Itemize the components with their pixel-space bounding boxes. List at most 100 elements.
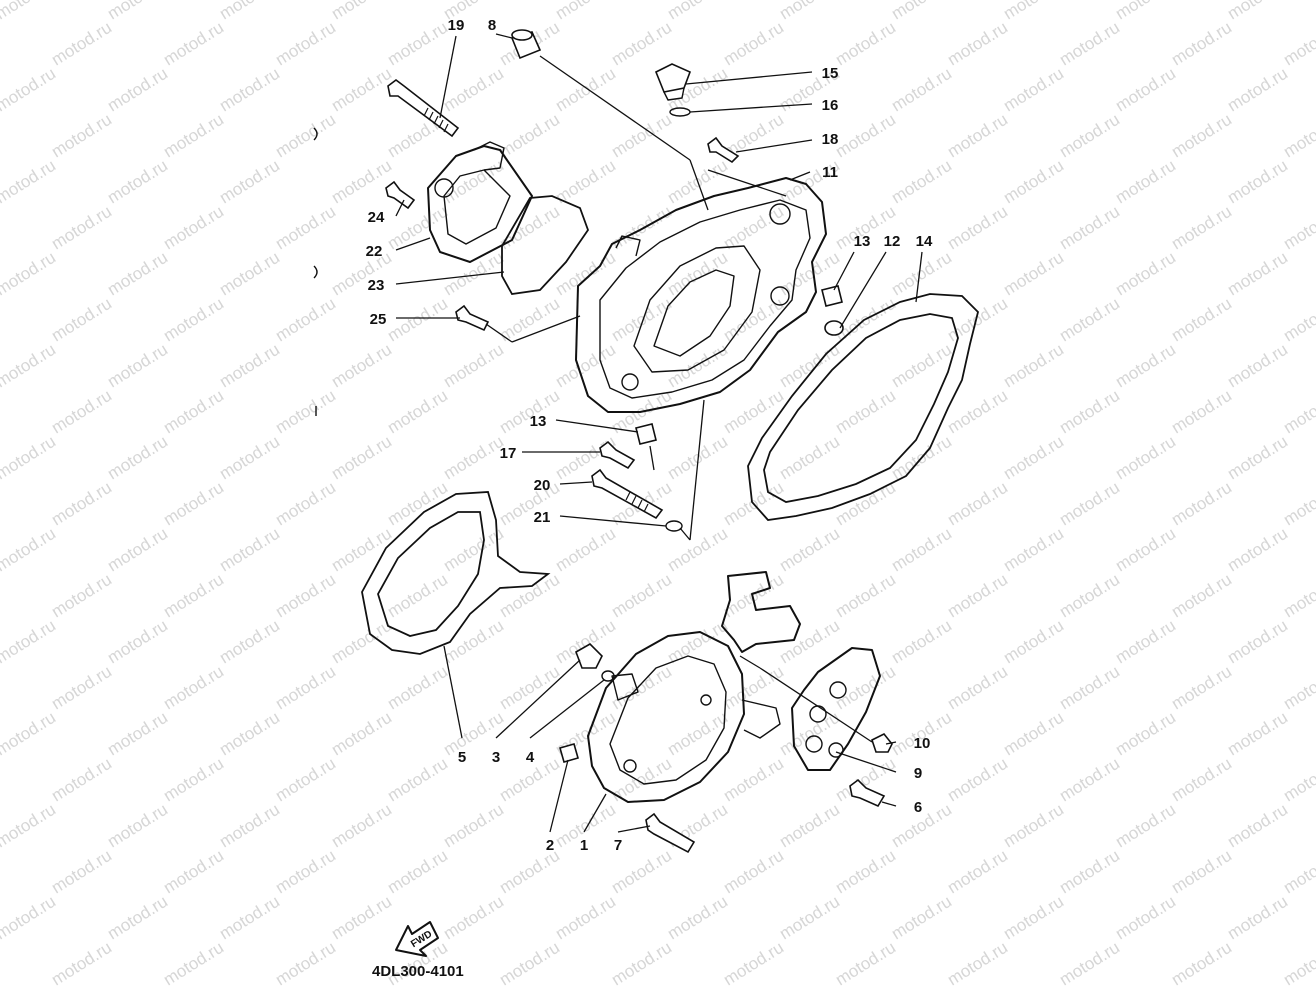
part-19-long-bolt [387, 79, 460, 138]
watermark-text: motod.ru [776, 0, 843, 23]
watermark-text: motod.ru [216, 64, 283, 116]
watermark-text: motod.ru [1224, 892, 1291, 944]
watermark-text: motod.ru [944, 662, 1011, 714]
watermark-text: motod.ru [608, 662, 675, 714]
part-14-large-gasket [747, 293, 979, 521]
watermark-text: motod.ru [1168, 110, 1235, 162]
watermark-text: motod.ru [160, 754, 227, 806]
watermark-text: motod.ru [832, 386, 899, 438]
watermark-text: motod.ru [384, 570, 451, 622]
watermark-text: motod.ru [440, 64, 507, 116]
watermark-text: motod.ru [216, 432, 283, 484]
watermark-text: motod.ru [1224, 156, 1291, 208]
watermark-text: motod.ru [328, 616, 395, 668]
watermark-text: motod.ru [0, 478, 3, 530]
watermark-text: motod.ru [384, 662, 451, 714]
watermark-text: motod.ru [440, 432, 507, 484]
part-10-bolt [871, 732, 893, 753]
watermark-text: motod.ru [1056, 938, 1123, 987]
watermark-text: motod.ru [1056, 294, 1123, 346]
watermark-text: motod.ru [1168, 570, 1235, 622]
callout-c10: 10 [914, 735, 931, 752]
watermark-text: motod.ru [160, 386, 227, 438]
watermark-text: motod.ru [216, 0, 283, 23]
part-14-gasket-inner [763, 313, 959, 503]
watermark-text: motod.ru [328, 708, 395, 760]
callout-c18: 18 [822, 131, 839, 148]
watermark-text: motod.ru [48, 662, 115, 714]
part-12-collar [824, 320, 844, 336]
watermark-text: motod.ru [440, 892, 507, 944]
watermark-text: motod.ru [160, 478, 227, 530]
watermark-text: motod.ru [216, 616, 283, 668]
watermark-text: motod.ru [496, 938, 563, 987]
watermark-text: motod.ru [216, 340, 283, 392]
part-11-crankcase-cover [575, 177, 827, 413]
callout-c14: 14 [916, 233, 933, 250]
watermark-text: motod.ru [1224, 708, 1291, 760]
watermark-text: motod.ru [1000, 524, 1067, 576]
watermark-text: motod.ru [328, 432, 395, 484]
watermark-text: motod.ru [1112, 616, 1179, 668]
watermark-text: motod.ru [216, 892, 283, 944]
watermark-text: motod.ru [0, 708, 59, 760]
watermark-text: motod.ru [104, 248, 171, 300]
part-13-dowel-upper [821, 285, 843, 307]
watermark-text: motod.ru [1224, 616, 1291, 668]
watermark-text: motod.ru [1000, 248, 1067, 300]
watermark-text: motod.ru [1056, 478, 1123, 530]
watermark-text: motod.ru [1112, 248, 1179, 300]
watermark-text: motod.ru [1224, 0, 1291, 23]
watermark-text: motod.ru [1168, 294, 1235, 346]
callout-c3: 3 [492, 749, 500, 766]
watermark-text: motod.ru [944, 294, 1011, 346]
watermark-text: motod.ru [1168, 478, 1235, 530]
part-20-long-bolt [591, 468, 664, 520]
watermark-text: motod.ru [1280, 846, 1316, 898]
watermark-text: motod.ru [104, 524, 171, 576]
watermark-text: motod.ru [440, 340, 507, 392]
watermark-text: motod.ru [1056, 846, 1123, 898]
callout-c22: 22 [366, 243, 383, 260]
watermark-text: motod.ru [216, 248, 283, 300]
callout-c11: 11 [822, 164, 838, 181]
watermark-text: motod.ru [1112, 708, 1179, 760]
callout-c2: 2 [546, 837, 554, 854]
watermark-text: motod.ru [1168, 662, 1235, 714]
watermark-text: motod.ru [216, 156, 283, 208]
part-18-bolt [707, 136, 740, 164]
part-17-bolt [599, 440, 636, 470]
watermark-text: motod.ru [104, 616, 171, 668]
callout-c20: 20 [534, 477, 551, 494]
watermark-text: motod.ru [608, 202, 675, 254]
watermark-text: motod.ru [776, 432, 843, 484]
watermark-text: motod.ru [384, 754, 451, 806]
watermark-text: motod.ru [272, 18, 339, 70]
watermark-text: motod.ru [1280, 110, 1316, 162]
callout-c23: 23 [368, 277, 385, 294]
scan-mark-1 [313, 127, 318, 141]
watermark-text: motod.ru [944, 478, 1011, 530]
watermark-text: motod.ru [1168, 846, 1235, 898]
watermark-text: motod.ru [48, 570, 115, 622]
watermark-text: motod.ru [1280, 938, 1316, 987]
part-6-bolt [849, 778, 886, 808]
callout-c5: 5 [458, 749, 466, 766]
callout-c24: 24 [368, 209, 385, 226]
watermark-text: motod.ru [720, 18, 787, 70]
callout-c8: 8 [488, 17, 496, 34]
watermark-text: motod.ru [272, 386, 339, 438]
watermark-text: motod.ru [888, 0, 955, 23]
watermark-text: motod.ru [944, 18, 1011, 70]
part-5-gasket-inner [377, 511, 485, 637]
part-2-dowel [559, 743, 579, 763]
watermark-text: motod.ru [1224, 800, 1291, 852]
watermark-text: motod.ru [384, 294, 451, 346]
watermark-text: motod.ru [944, 202, 1011, 254]
part-5-gasket [361, 491, 551, 655]
watermark-text: motod.ru [1224, 248, 1291, 300]
watermark-text: motod.ru [944, 386, 1011, 438]
watermark-text: motod.ru [1000, 708, 1067, 760]
callout-c16: 16 [822, 97, 839, 114]
